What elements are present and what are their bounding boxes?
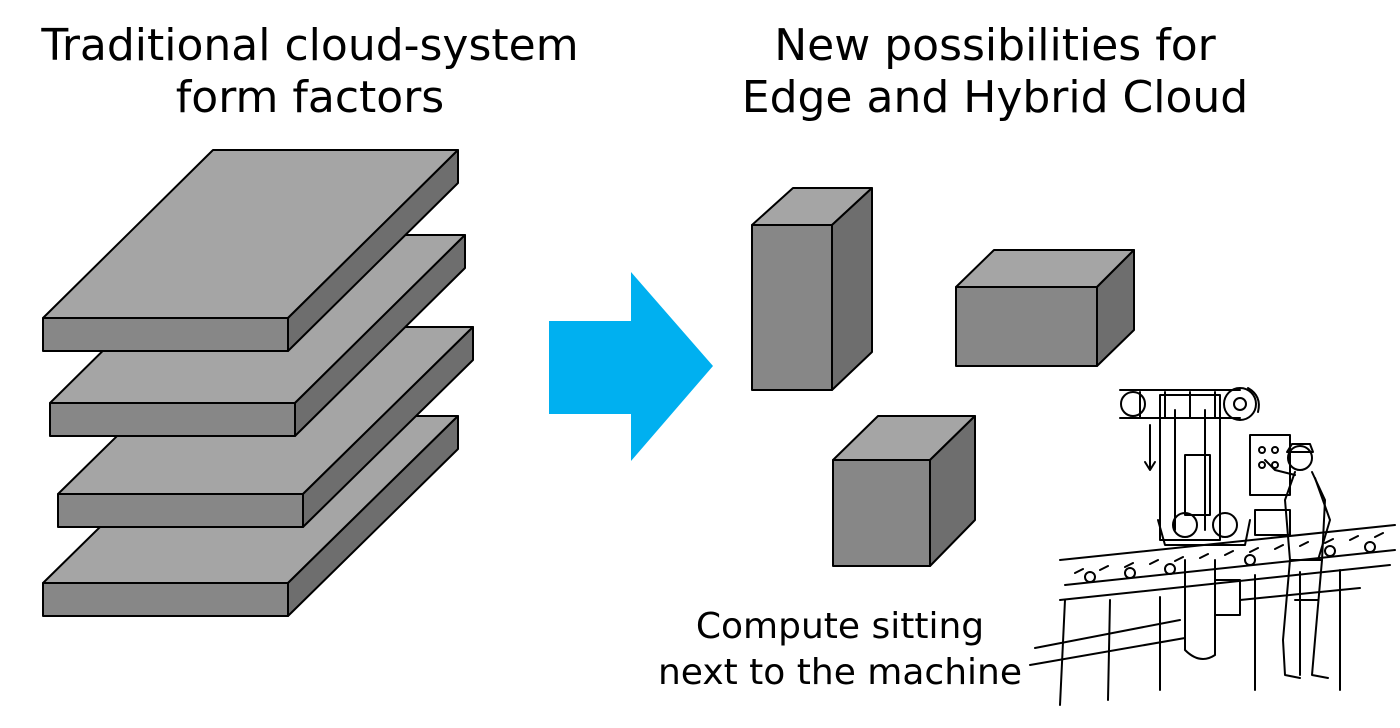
caption-line2: next to the machine bbox=[657, 652, 1022, 693]
caption: Compute sitting next to the machine bbox=[620, 604, 1060, 696]
slab-1 bbox=[42, 149, 459, 352]
left-heading-line2: form factors bbox=[175, 72, 445, 123]
caption-line1: Compute sitting bbox=[695, 606, 985, 647]
left-heading-line1: Traditional cloud-system bbox=[41, 20, 579, 71]
edge-box-cube bbox=[832, 415, 976, 567]
edge-box-wide bbox=[955, 249, 1135, 367]
right-arrow-icon bbox=[549, 272, 713, 461]
industrial-machine-operator-illustration bbox=[1029, 387, 1396, 706]
right-heading: New possibilities for Edge and Hybrid Cl… bbox=[690, 20, 1300, 124]
right-heading-line2: Edge and Hybrid Cloud bbox=[741, 72, 1249, 123]
edge-box-tall bbox=[751, 187, 873, 391]
right-heading-line1: New possibilities for bbox=[774, 20, 1216, 71]
left-heading: Traditional cloud-system form factors bbox=[0, 20, 620, 124]
slab-stack bbox=[42, 149, 474, 617]
